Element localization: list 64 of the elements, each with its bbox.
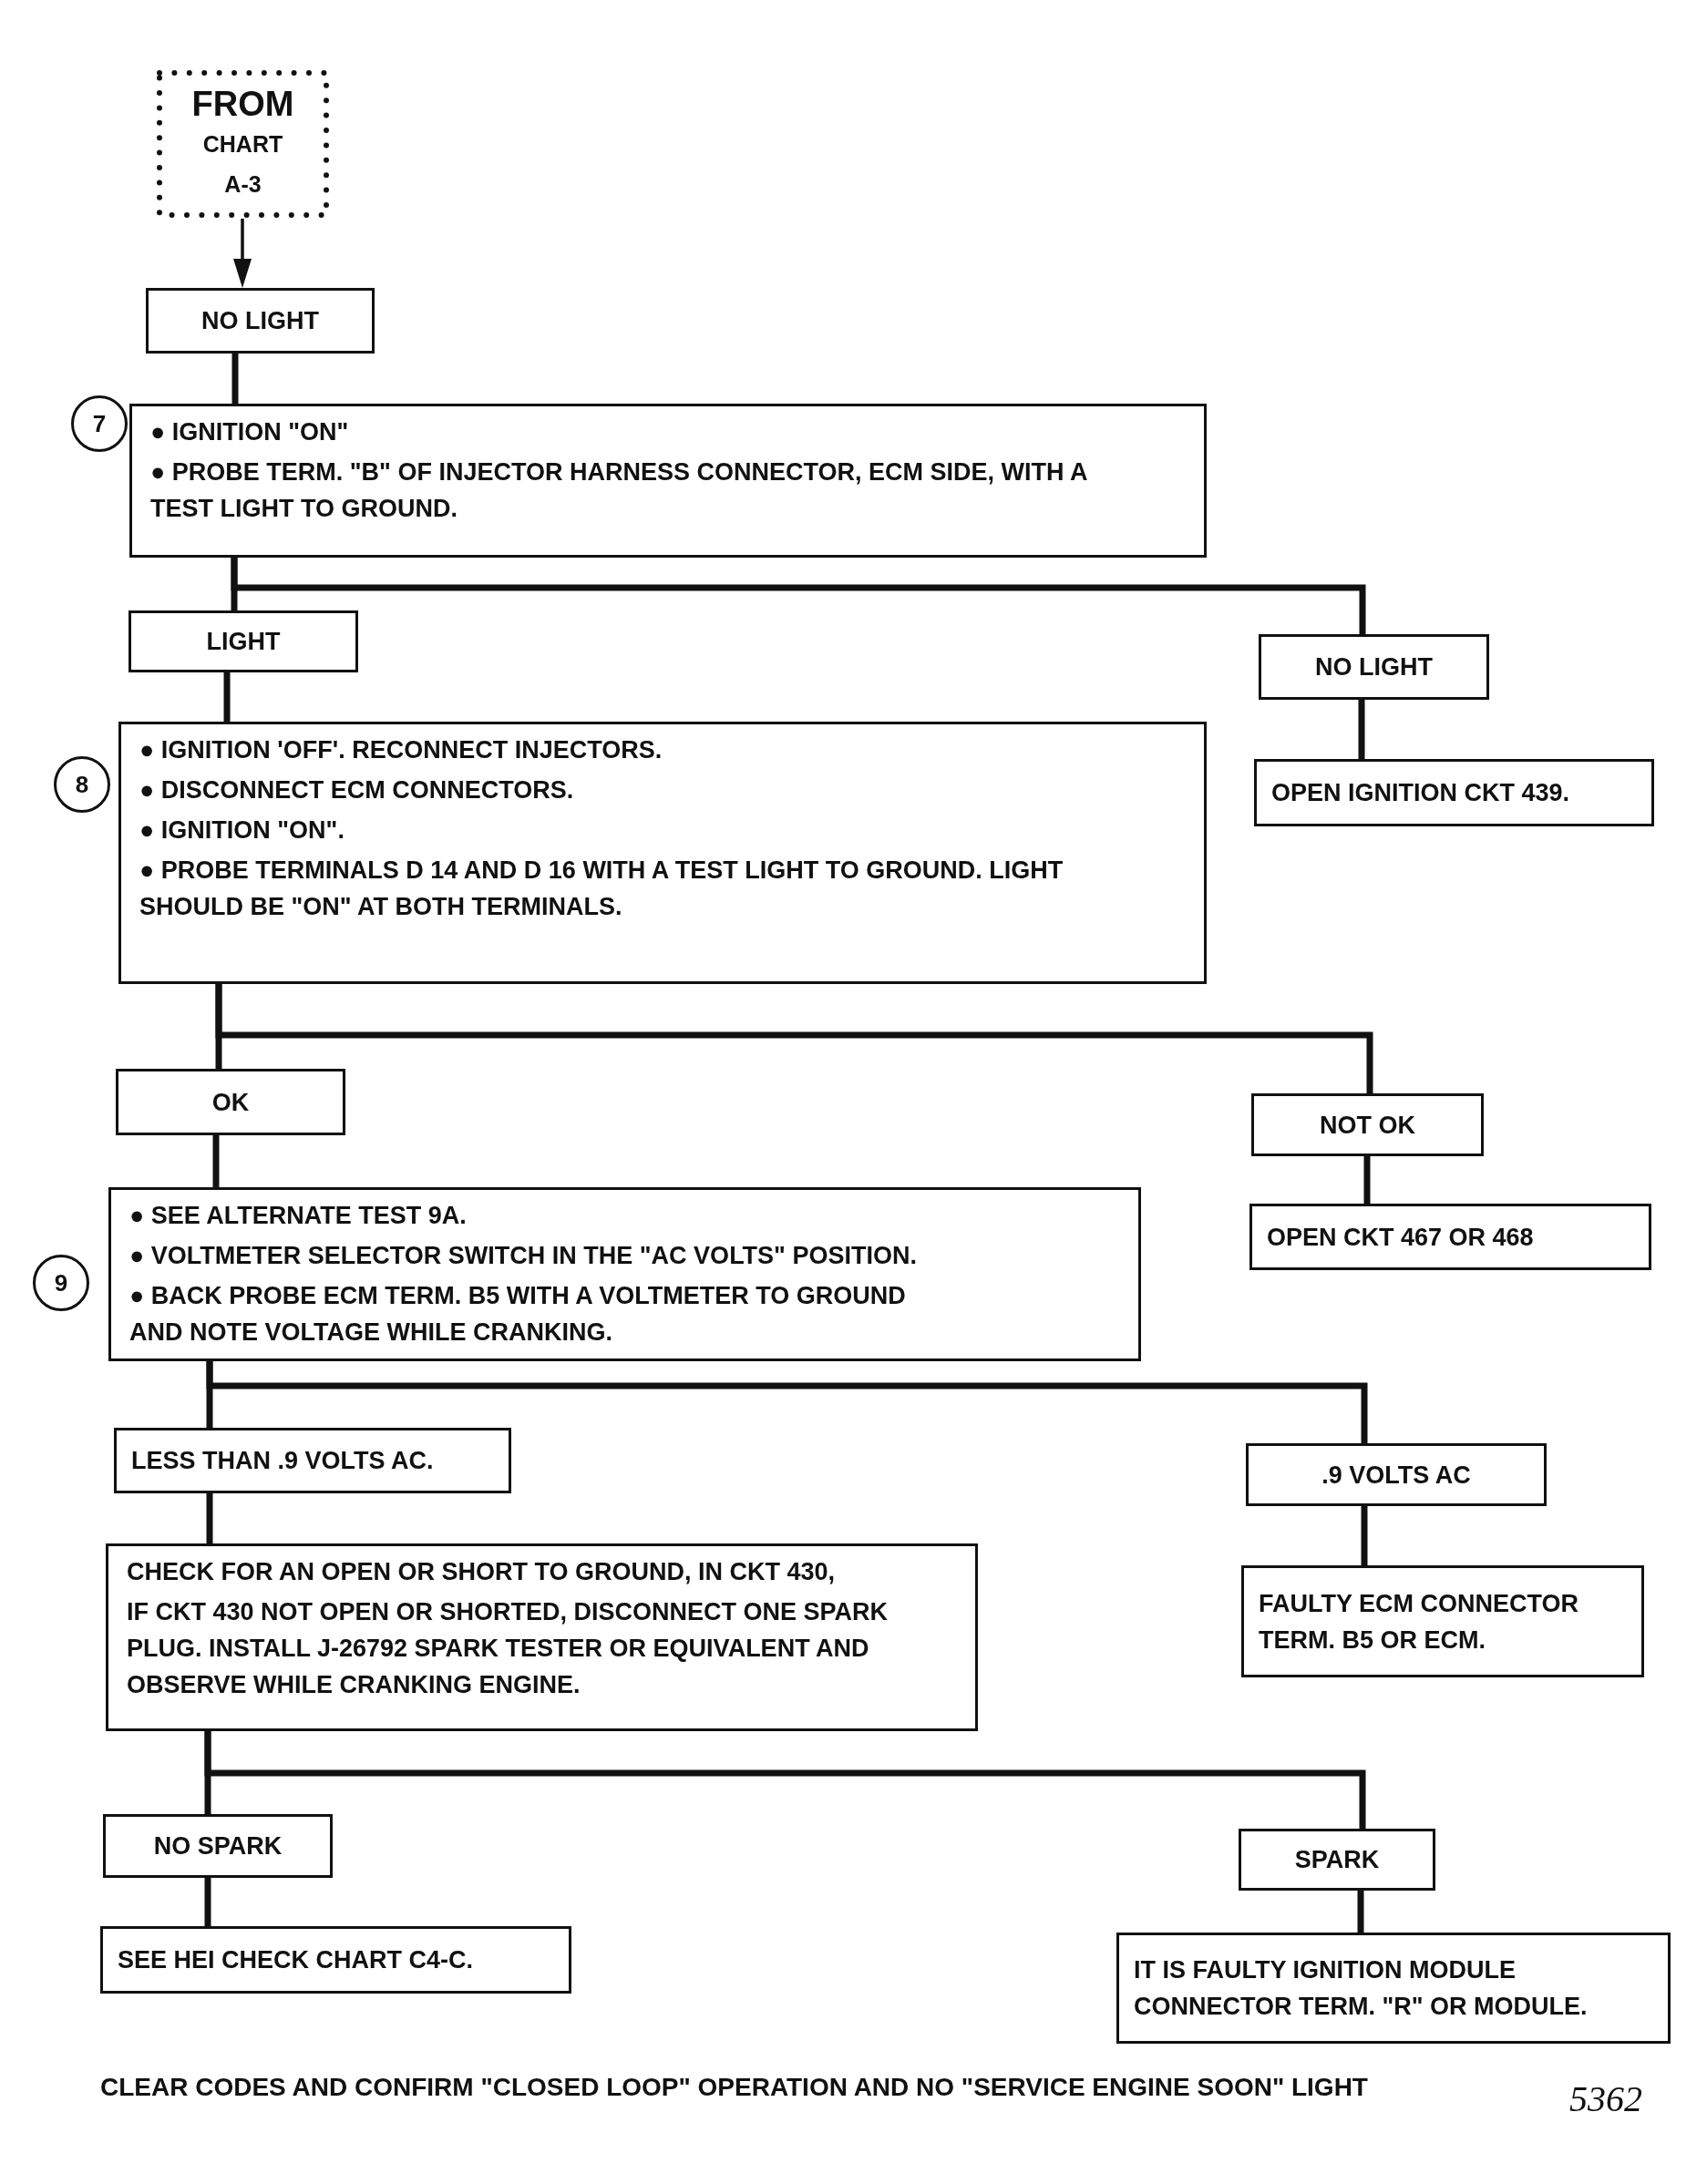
instruction-box [108,1187,1141,1361]
step-number: 8 [75,770,89,800]
instruction-text: ● IGNITION "ON". [139,815,345,846]
instruction-box [106,1543,978,1731]
connector-line [212,1135,220,1187]
connector-line [1361,1506,1368,1565]
condition-label: LIGHT [205,627,282,657]
connector-line [204,1731,1366,1829]
condition-box [1239,1829,1435,1891]
footer-note: CLEAR CODES AND CONFIRM "CLOSED LOOP" OPERATION AND NO "SERVICE ENGINE SOON" LIGHT [100,2073,1368,2102]
connector-line [231,558,1366,634]
condition-label: NO LIGHT [201,306,320,336]
condition-label: SPARK [1293,1845,1381,1875]
connector-line [1358,700,1365,759]
instruction-text: CHECK FOR AN OPEN OR SHORT TO GROUND, IN CKT 430, [127,1557,837,1587]
result-box [1254,759,1654,826]
result-box [1116,1933,1671,2044]
instruction-box [129,404,1207,558]
result-box [1249,1204,1651,1270]
connector-line [206,1361,1368,1443]
condition-box [1251,1093,1484,1156]
condition-box [116,1069,345,1135]
condition-box [114,1428,511,1493]
result-text: FAULTY ECM CONNECTOR TERM. B5 OR ECM. [1259,1588,1579,1656]
result-text: IT IS FAULTY IGNITION MODULE CONNECTOR TERM. "R" OR MODULE. [1134,1955,1589,2022]
condition-label: LESS THAN .9 VOLTS AC. [131,1446,435,1476]
instruction-text: ● IGNITION 'OFF'. RECONNECT INJECTORS. [139,735,663,765]
condition-label: .9 VOLTS AC [1321,1460,1472,1491]
instruction-text: ● IGNITION "ON" [150,417,350,447]
step-number: 7 [92,409,107,439]
condition-box [1246,1443,1547,1506]
instruction-text: ● DISCONNECT ECM CONNECTORS. [139,775,575,805]
connector-line [204,1878,211,1926]
instruction-text: IF CKT 430 NOT OPEN OR SHORTED, DISCONNECT ONE SPARK PLUG. INSTALL J-26792 SPARK TESTER OR EQUIVALENT AND OBSERVE WHILE CRANKING ENGINE. [127,1597,889,1700]
reference-text: CHART A-3 [201,130,284,199]
condition-box [103,1814,333,1878]
result-box [1241,1565,1644,1677]
condition-box [146,288,375,354]
condition-label: NOT OK [1319,1110,1416,1141]
result-text: OPEN IGNITION CKT 439. [1271,778,1571,808]
connector-line [206,1493,213,1543]
connector-line [1357,1891,1364,1933]
reference-heading: FROM [191,84,294,124]
result-text: OPEN CKT 467 OR 468 [1267,1222,1535,1253]
instruction-text: ● PROBE TERM. "B" OF INJECTOR HARNESS CONNECTOR, ECM SIDE, WITH A TEST LIGHT TO GROUND. [150,457,1088,524]
condition-label: OK [211,1087,251,1118]
instruction-text: ● PROBE TERMINALS D 14 AND D 16 WITH A TEST LIGHT TO GROUND. LIGHT SHOULD BE "ON" AT BOTH TERMINALS. [139,856,1064,922]
figure-number: 5362 [1569,2077,1642,2120]
instruction-text: ● BACK PROBE ECM TERM. B5 WITH A VOLTMETER TO GROUND AND NOTE VOLTAGE WHILE CRANKING. [129,1281,907,1348]
instruction-box [118,722,1207,984]
condition-label: NO LIGHT [1314,652,1434,682]
connector-line [1363,1156,1371,1204]
condition-box [1259,634,1489,700]
result-text: SEE HEI CHECK CHART C4-C. [118,1945,475,1975]
condition-box [129,610,358,672]
connector-line [215,984,1373,1093]
arrow [233,219,252,288]
connector-line [223,672,231,722]
instruction-text: ● VOLTMETER SELECTOR SWITCH IN THE "AC VOLTS" POSITION. [129,1241,918,1271]
connector-line [231,354,239,404]
result-box [100,1926,571,1994]
condition-label: NO SPARK [152,1831,283,1861]
instruction-text: ● SEE ALTERNATE TEST 9A. [129,1201,468,1231]
step-number: 9 [54,1268,68,1298]
